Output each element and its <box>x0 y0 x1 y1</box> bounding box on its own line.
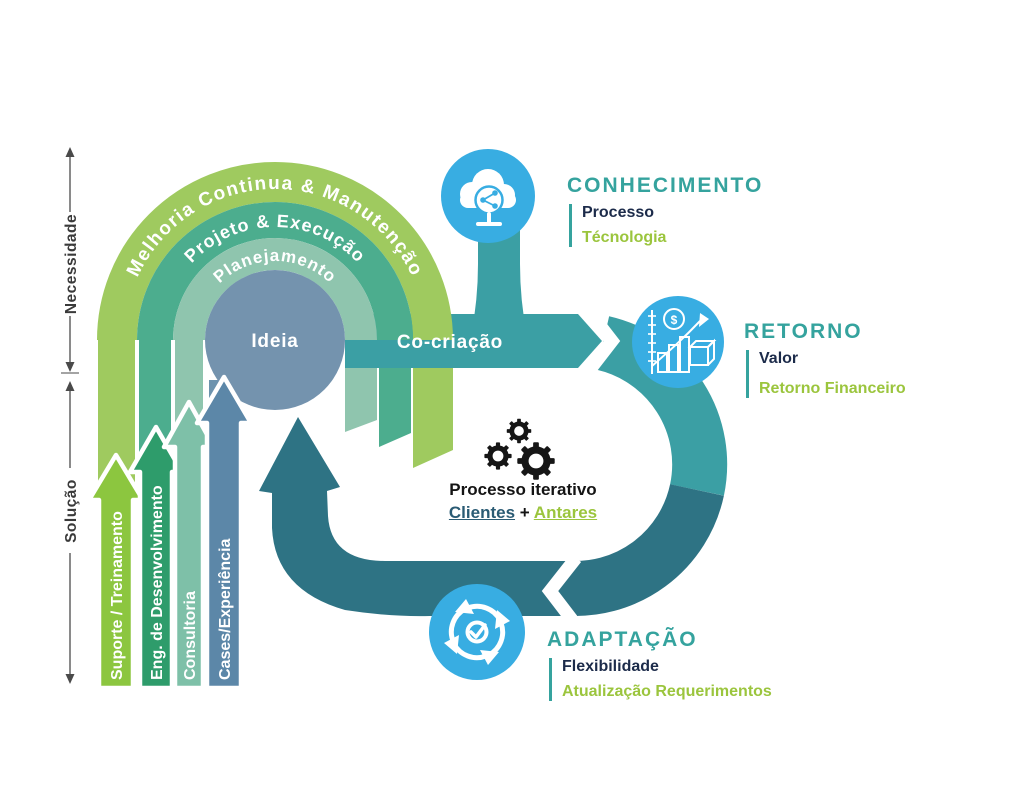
cocreation-label: Co-criação <box>397 332 503 353</box>
axis-arrow-mid-up-icon <box>65 381 75 391</box>
conhecimento-block: CONHECIMENTO Processo Técnologia <box>567 174 763 247</box>
ring-planejamento <box>173 238 377 341</box>
growth-chart-icon: $ <box>648 308 717 374</box>
adaptacao-title: ADAPTAÇÃO <box>547 628 698 651</box>
conhecimento-node <box>441 149 535 243</box>
chevron-gap-bottom-icon <box>541 553 582 629</box>
gears-icon <box>484 419 554 480</box>
cloud-share-icon <box>460 169 516 226</box>
retorno-secondary: Retorno Financeiro <box>759 380 906 397</box>
conhecimento-secondary: Técnologia <box>582 229 667 246</box>
solution-arrow-labels: Suporte / Treinamento Eng. de Desenvolvi… <box>109 485 234 680</box>
arrow-cases <box>194 374 254 691</box>
axis-arrow-top-icon <box>65 147 75 157</box>
axis-arrow-mid-down-icon <box>65 362 75 372</box>
adaptacao-block: ADAPTAÇÃO Flexibilidade Atualização Requ… <box>547 628 772 701</box>
adaptacao-secondary: Atualização Requerimentos <box>562 683 772 700</box>
center-note-title: Processo iterativo <box>449 480 597 499</box>
solution-arrows <box>86 374 254 691</box>
clientes-link[interactable]: Clientes <box>448 503 516 522</box>
arc-rings <box>97 162 453 341</box>
conhecimento-primary: Processo <box>582 204 655 221</box>
ring-melhoria <box>97 162 453 341</box>
arrow-eng-desenvolvimento <box>127 424 185 691</box>
adaptacao-node <box>429 584 525 680</box>
arrow-label-consultoria: Consultoria <box>182 591 199 680</box>
arrow-suporte <box>86 452 146 691</box>
svg-text:$: $ <box>671 313 678 327</box>
conhecimento-title: CONHECIMENTO <box>567 174 764 197</box>
antares-link[interactable]: Antares <box>533 503 598 522</box>
arrow-label-suporte: Suporte / Treinamento <box>109 511 126 680</box>
ring-projeto <box>137 202 413 341</box>
cycle-ring-upper <box>596 316 728 496</box>
cycle-check-icon <box>444 599 510 665</box>
axis-arrow-bottom-icon <box>65 674 75 684</box>
chevron-gap-right-icon <box>582 306 621 376</box>
axis-label-necessidade: Necessidade <box>63 214 80 314</box>
axis-dimension-lines <box>61 147 79 684</box>
ideia-label: Ideia <box>251 331 298 352</box>
return-arrow <box>259 417 578 617</box>
retorno-block: RETORNO Valor Retorno Financeiro <box>744 320 906 398</box>
retorno-node: $ <box>632 296 724 388</box>
arrow-label-eng: Eng. de Desenvolvimento <box>149 485 166 680</box>
retorno-title: RETORNO <box>744 320 863 343</box>
adaptacao-primary: Flexibilidade <box>562 658 659 675</box>
retorno-primary: Valor <box>759 350 799 367</box>
ideia-circle <box>205 270 345 410</box>
center-note: Processo iterativo Clientes + Antares <box>403 480 643 523</box>
axis-label-solucao: Solução <box>63 479 80 543</box>
plus-sign: + <box>519 503 530 522</box>
arrow-label-cases: Cases/Experiência <box>217 538 234 680</box>
adaptacao-circle <box>429 584 525 680</box>
cycle-ring-lower <box>561 483 724 616</box>
